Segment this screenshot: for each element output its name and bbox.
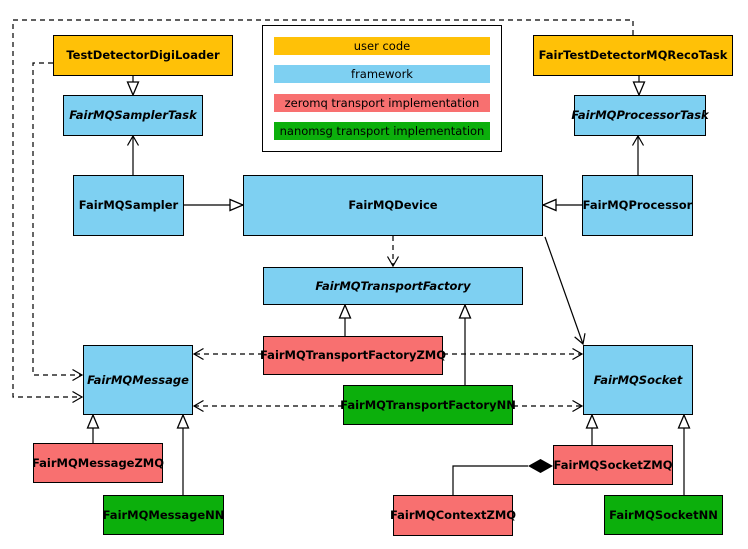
- class-label: FairMQSampler: [78, 198, 179, 213]
- class-box-fairmqprocessortask: FairMQProcessorTask: [571, 95, 709, 136]
- class-box-fairmqmessagenn: FairMQMessageNN: [103, 495, 224, 535]
- legend-item-user-code: user code: [274, 37, 490, 55]
- class-box-fairmqsampler: FairMQSampler: [73, 175, 184, 236]
- class-box-fairmqsocketzmq: FairMQSocketZMQ: [553, 445, 673, 485]
- class-box-fairmqmessagezmq: FairMQMessageZMQ: [31, 443, 165, 483]
- edge-recotask-message-dependency: [12, 19, 634, 404]
- class-box-fairmqsocket: FairMQSocket: [583, 345, 693, 415]
- class-box-fairmqtransportfactory: FairMQTransportFactory: [263, 267, 523, 305]
- class-label: FairMQContextZMQ: [389, 508, 517, 523]
- class-label: FairMQTransportFactoryNN: [340, 397, 516, 412]
- class-label: FairMQSocketNN: [609, 507, 718, 522]
- class-label: FairMQProcessorTask: [571, 108, 709, 123]
- legend-label: user code: [353, 39, 411, 53]
- class-label: FairMQSamplerTask: [69, 108, 197, 123]
- class-label: FairMQMessageZMQ: [31, 455, 165, 470]
- class-label: FairMQMessage: [87, 372, 189, 387]
- legend-label: nanomsg transport implementation: [279, 123, 485, 138]
- class-box-fairmqdevice: FairMQDevice: [243, 175, 543, 236]
- legend-item-zeromq: zeromq transport implementation: [274, 93, 490, 112]
- class-box-fairmqmessage: FairMQMessage: [83, 345, 193, 415]
- class-label: FairMQTransportFactory: [315, 278, 471, 293]
- edge-contextzmq-socketzmq-composition: [452, 465, 528, 495]
- class-box-fairtestdetectormqrecotask: FairTestDetectorMQRecoTask: [533, 35, 733, 76]
- class-label: FairMQProcessor: [582, 198, 693, 213]
- class-box-fairmqtransportfactorynn: FairMQTransportFactoryNN: [340, 385, 516, 425]
- class-label: FairMQMessageNN: [102, 507, 225, 522]
- class-label: TestDetectorDigiLoader: [66, 48, 220, 63]
- legend: user code framework zeromq transport imp…: [262, 25, 502, 152]
- class-box-fairmqsamplertask: FairMQSamplerTask: [63, 95, 203, 136]
- class-label: FairTestDetectorMQRecoTask: [538, 48, 728, 63]
- class-box-testdetectordigiloader: TestDetectorDigiLoader: [53, 35, 233, 76]
- class-box-fairmqprocessor: FairMQProcessor: [582, 175, 693, 236]
- legend-label: framework: [351, 67, 413, 82]
- class-label: FairMQSocketZMQ: [553, 457, 673, 472]
- class-box-fairmqcontextzmq: FairMQContextZMQ: [389, 495, 517, 536]
- class-label: FairMQSocket: [593, 372, 683, 387]
- legend-label: zeromq transport implementation: [284, 95, 480, 110]
- legend-item-framework: framework: [274, 65, 490, 84]
- class-label: FairMQTransportFactoryZMQ: [260, 348, 447, 363]
- composition-diamond: [528, 459, 553, 473]
- class-box-fairmqtransportfactoryzmq: FairMQTransportFactoryZMQ: [260, 336, 447, 375]
- class-box-fairmqsocketnn: FairMQSocketNN: [604, 495, 723, 535]
- class-label: FairMQDevice: [348, 198, 438, 213]
- edge-digiloader-message-dependency: [32, 62, 84, 382]
- legend-item-nanomsg: nanomsg transport implementation: [274, 121, 490, 140]
- edge-device-socket-association: [544, 236, 586, 346]
